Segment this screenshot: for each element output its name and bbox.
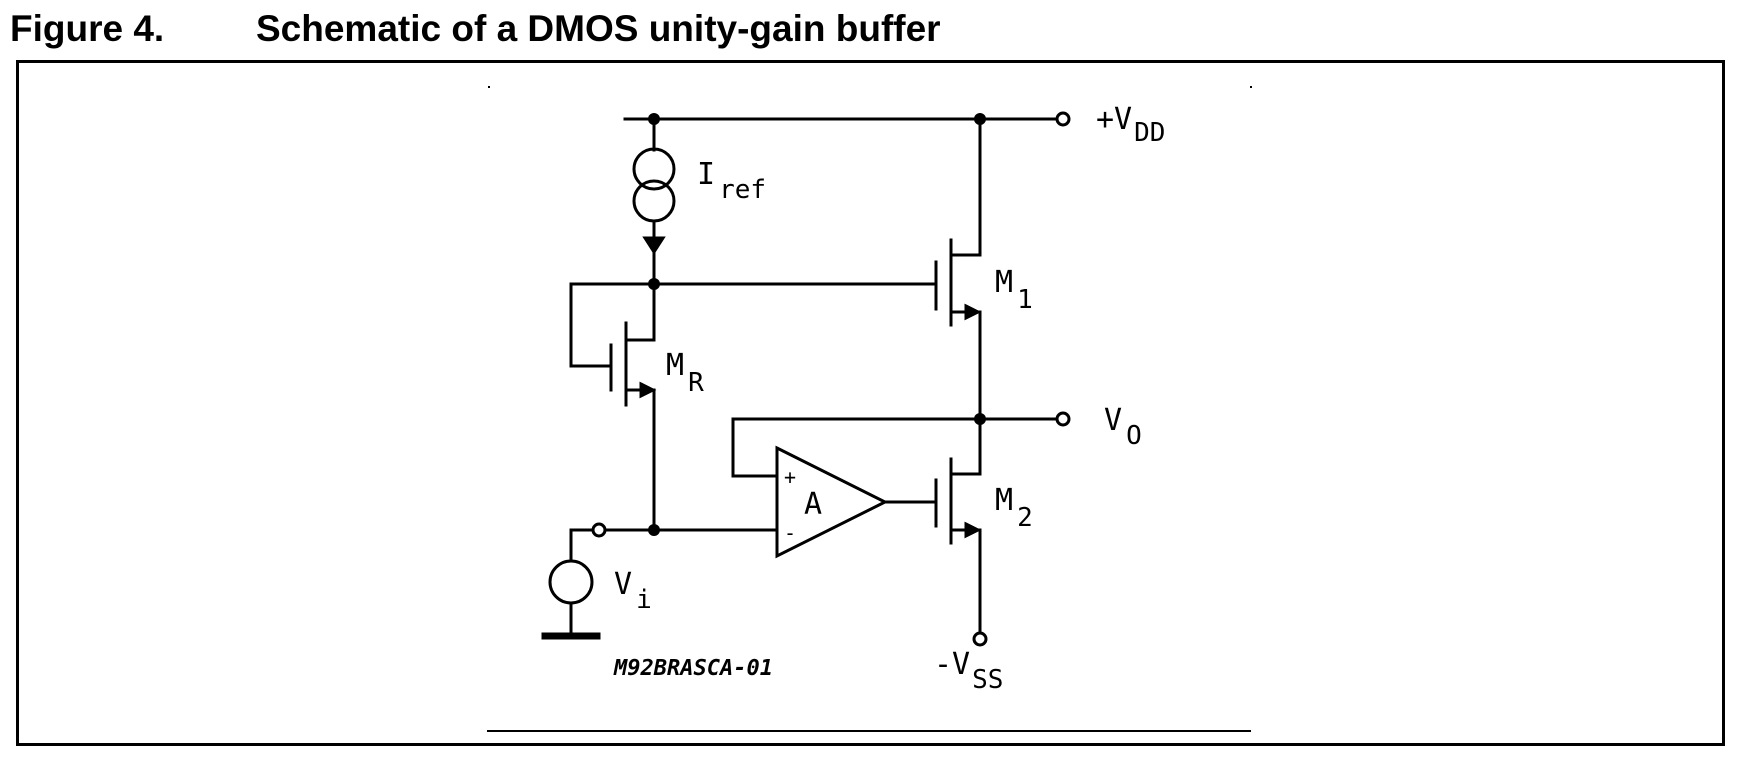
iref-source-upper bbox=[632, 147, 676, 191]
corner-mark bbox=[1250, 86, 1252, 88]
m1-drain bbox=[949, 117, 982, 257]
vi-wire bbox=[569, 528, 595, 563]
m1-arrow bbox=[964, 303, 982, 321]
junction-dot bbox=[648, 113, 660, 125]
amplifier-triangle bbox=[775, 445, 889, 559]
vss-terminal bbox=[972, 631, 988, 647]
vi-source bbox=[548, 559, 594, 605]
vdd-label: +VDD bbox=[1096, 102, 1165, 148]
figure-number: Figure 4. bbox=[10, 8, 165, 49]
junction-dot bbox=[648, 278, 660, 290]
vss-label: -VSS bbox=[934, 647, 1003, 695]
mr-gate-loop bbox=[569, 282, 613, 368]
m2-arrow bbox=[964, 521, 982, 539]
junction-dot bbox=[974, 413, 986, 425]
iref-source-lower bbox=[632, 179, 676, 223]
mr-drain bbox=[624, 282, 656, 342]
vdd-terminal bbox=[1055, 111, 1071, 127]
vi-terminal bbox=[591, 522, 607, 538]
figure-frame bbox=[16, 60, 1725, 746]
mr-source bbox=[624, 388, 656, 532]
vo-terminal bbox=[1055, 411, 1071, 427]
mr-arrow bbox=[639, 381, 657, 399]
junction-dot bbox=[648, 524, 660, 536]
iref-arrow bbox=[642, 236, 666, 255]
junction-dot bbox=[974, 113, 986, 125]
drawing-code: M92BRASCA-01 bbox=[613, 656, 773, 681]
m2-drain bbox=[949, 417, 982, 476]
amp-minus-label: - bbox=[784, 521, 796, 545]
m2-source bbox=[949, 528, 982, 634]
amp-label: A bbox=[804, 487, 822, 522]
m1-source bbox=[949, 310, 982, 421]
amp-plus-label: + bbox=[784, 465, 796, 489]
corner-mark bbox=[488, 86, 490, 88]
feedback-wire bbox=[731, 417, 982, 478]
figure-caption: Schematic of a DMOS unity-gain buffer bbox=[256, 8, 941, 49]
